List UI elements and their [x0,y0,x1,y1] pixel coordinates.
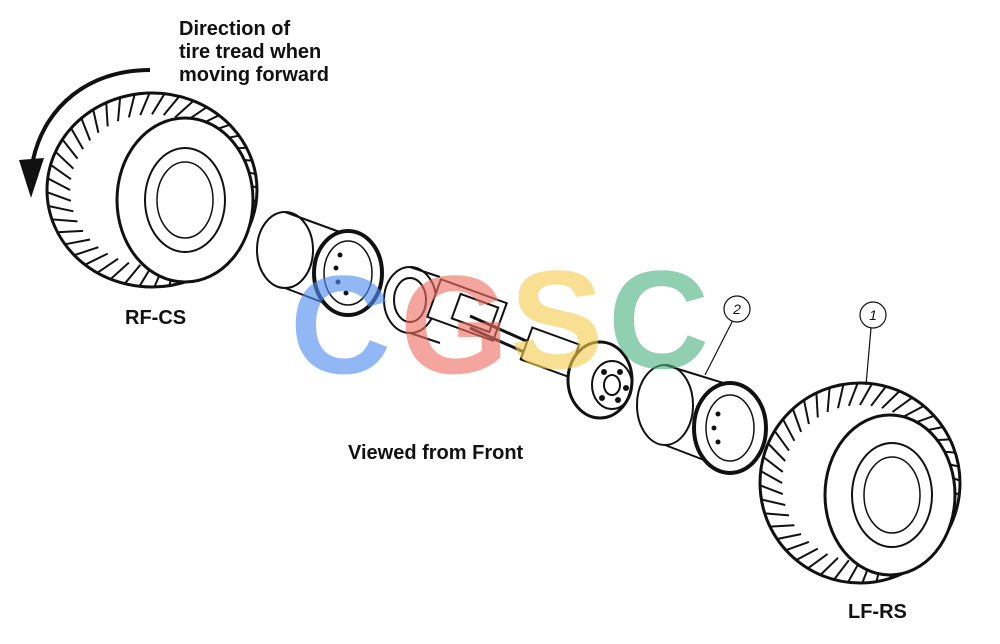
tread-lug [785,540,810,552]
tread-lug [847,382,859,407]
watermark-letter-s: S [510,241,604,398]
tread-lug [859,383,873,406]
left-front-tire [758,381,962,585]
tread-lug [61,138,79,160]
tread-lug [64,238,91,246]
tread-lug [881,390,901,409]
right-rim [256,211,384,317]
left-front-tire-label: LF-RS [848,601,907,623]
right-front-tire-label: RF-CS [125,307,187,329]
callout-tire: 1 [859,301,887,386]
callout-number-2: 2 [732,301,741,317]
direction-label-line1: Direction of [179,18,291,40]
direction-label-line2: tire tread when [179,41,322,63]
tread-lug [51,218,78,223]
direction-label-line3: moving forward [179,64,330,86]
tread-lug [759,484,784,496]
tread-lug [819,557,839,576]
tread-lug [70,127,84,150]
watermark-letter-c2: C [608,241,710,398]
tread-lug [80,117,92,141]
tread-lug [139,92,151,116]
tread-lug [105,102,109,127]
tread-lug [837,384,845,409]
tread-lug [117,97,122,122]
tread-lug [123,264,142,285]
tread-lug [901,405,925,419]
view-caption: Viewed from Front [348,442,524,464]
tread-lug [760,470,783,484]
tread-lug [764,512,790,517]
tread-lug [833,559,850,581]
tread-lug [47,177,71,191]
watermark-letter-c1: C [290,246,392,403]
tread-lug [73,246,99,257]
curved-arrow-icon [19,68,151,198]
tread-lug [826,387,831,413]
tread-lug [127,94,136,118]
tread-lug [815,392,819,418]
tread-lug [151,93,166,115]
tread-lug [54,150,75,170]
tread-lug [791,408,803,433]
tread-lug [92,109,100,134]
tread-lug [807,553,829,570]
tread-lug [46,191,72,202]
tread-lug [761,498,786,506]
left-rim [636,364,768,475]
tread-lug [782,418,796,442]
callout-rim: 2 [704,295,751,376]
tread-lug [891,396,913,413]
tread-lug [803,399,810,425]
tread-lug [109,261,130,280]
tread-lug [795,547,819,561]
tread-lug [762,456,784,473]
tread-lug [870,385,887,407]
tread-lug [96,257,119,274]
tread-lug [57,229,84,234]
tread-lug [50,163,72,181]
right-front-tire [45,91,259,289]
axle-assembly [383,266,634,420]
tread-lug [84,252,109,266]
watermark-letter-g: G [400,246,509,403]
callout-number-1: 1 [869,307,877,323]
tread-lug [48,205,74,213]
tread-lug [174,100,195,119]
tread-lug [769,524,795,528]
tread-lug [767,442,786,462]
tread-lug [773,430,790,452]
tread-lug [776,533,802,540]
tread-lug [162,95,181,116]
